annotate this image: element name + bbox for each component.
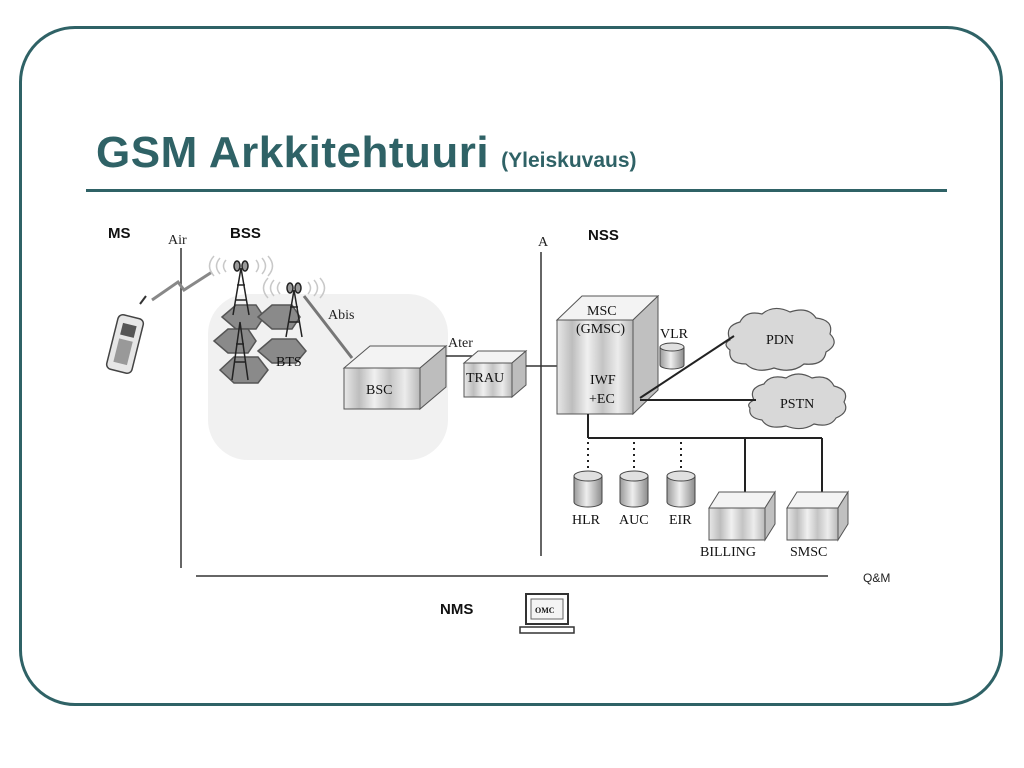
- interface-label-air: Air: [168, 233, 187, 248]
- msc-node: [555, 294, 660, 416]
- ec-label: +EC: [589, 392, 615, 407]
- database-cylinder-icon: [659, 342, 685, 370]
- section-label-nss: NSS: [588, 227, 619, 244]
- database-cylinder-icon: [666, 470, 696, 508]
- radio-waves: [208, 255, 326, 299]
- trau-node: [462, 349, 528, 399]
- billing-node: [708, 490, 776, 542]
- section-label-ms: MS: [108, 225, 131, 242]
- antenna-tower-icon: [231, 260, 303, 381]
- database-cylinder-icon: [619, 470, 649, 508]
- msc-pdn-link: [639, 335, 735, 399]
- bss-region: [208, 294, 448, 460]
- pstn-label: PSTN: [780, 397, 814, 412]
- eir-label: EIR: [669, 513, 692, 528]
- interface-label-om: Q&M: [863, 571, 890, 585]
- smsc-label: SMSC: [790, 545, 827, 560]
- interface-label-abis: Abis: [328, 308, 354, 323]
- interface-label-a: A: [538, 235, 549, 250]
- interface-label-ater: Ater: [448, 336, 473, 351]
- database-cylinder-icon: [573, 470, 603, 508]
- vlr-label: VLR: [660, 327, 689, 342]
- pdn-label: PDN: [766, 333, 794, 348]
- mobile-phone-icon: [105, 295, 147, 375]
- auc-label: AUC: [619, 513, 649, 528]
- hlr-label: HLR: [572, 513, 601, 528]
- omc-label: OMC: [535, 606, 555, 615]
- slide-title: GSM Arkkitehtuuri: [96, 128, 490, 177]
- bts-label: BTS: [276, 355, 302, 370]
- slide-frame: [19, 26, 1003, 706]
- radio-link: [151, 270, 213, 302]
- cloud-icon: [748, 373, 847, 430]
- db-links: [587, 442, 682, 468]
- smsc-node: [786, 490, 849, 542]
- iwf-label: IWF: [590, 373, 616, 388]
- cloud-icon: [725, 307, 835, 371]
- title-underline: [86, 189, 947, 192]
- trau-label: TRAU: [466, 371, 504, 386]
- slide-title-row: GSM Arkkitehtuuri (Yleiskuvaus): [96, 128, 637, 180]
- bts-cluster: [212, 304, 307, 384]
- section-label-nms: NMS: [440, 601, 473, 618]
- section-label-bss: BSS: [230, 225, 261, 242]
- bsc-label: BSC: [366, 383, 392, 398]
- gmsc-label: (GMSC): [576, 322, 625, 337]
- billing-label: BILLING: [700, 545, 756, 560]
- abis-link: [302, 295, 354, 359]
- bsc-node: [342, 344, 448, 411]
- computer-terminal-icon: [519, 593, 575, 634]
- msc-label: MSC: [587, 304, 617, 319]
- slide-subtitle: (Yleiskuvaus): [501, 149, 637, 172]
